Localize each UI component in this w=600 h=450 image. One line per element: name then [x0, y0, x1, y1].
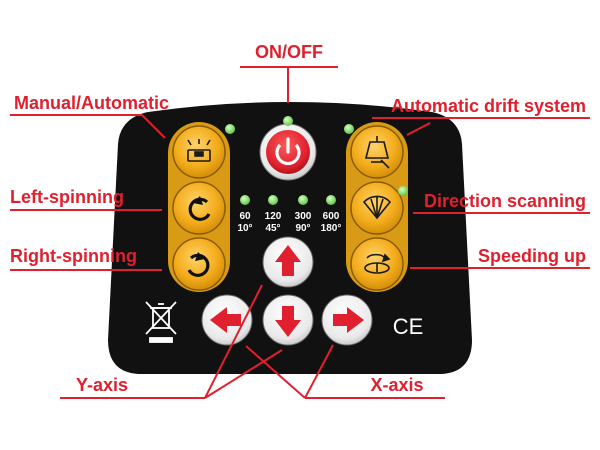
speed-led-2 — [268, 195, 278, 205]
speed-degree-label-2: 45° — [265, 223, 280, 234]
speed-led-3 — [298, 195, 308, 205]
power-icon — [275, 137, 301, 166]
speeding-up-button[interactable] — [350, 237, 404, 291]
y-axis-callout: Y-axis — [76, 375, 128, 395]
x-axis-right-button[interactable] — [321, 294, 373, 346]
automatic-drift-led — [344, 124, 354, 134]
y-axis-up-button[interactable] — [262, 236, 314, 288]
y-axis-down-button[interactable] — [262, 294, 314, 346]
direction-scanning-button[interactable] — [350, 181, 404, 235]
speed-led-1 — [240, 195, 250, 205]
arrow-left-icon — [210, 307, 241, 333]
arrow-down-icon — [275, 306, 301, 337]
automatic-drift-callout: Automatic drift system — [391, 96, 586, 116]
speed-rpm-label-4: 600 — [323, 211, 340, 222]
rotate-ccw-icon — [188, 196, 211, 221]
laser-level-icon — [187, 139, 211, 162]
left-spinning-button[interactable] — [172, 181, 226, 235]
manual-automatic-callout: Manual/Automatic — [14, 93, 169, 113]
automatic-drift-button[interactable] — [350, 125, 404, 179]
speed-degree-label-3: 90° — [295, 223, 310, 234]
arrow-right-icon — [333, 307, 364, 333]
manual-automatic-led — [225, 124, 235, 134]
speed-icon — [364, 253, 391, 274]
rotate-cw-icon — [187, 252, 210, 277]
crossed-bin-icon — [145, 301, 177, 343]
x-axis-callout: X-axis — [370, 375, 423, 395]
speed-rpm-label-2: 120 — [265, 211, 282, 222]
direction-scanning-led — [398, 186, 408, 196]
speed-rpm-label-3: 300 — [295, 211, 312, 222]
speed-degree-label-4: 180° — [321, 223, 342, 234]
callout-lines — [10, 66, 590, 399]
drift-lock-icon — [364, 136, 390, 169]
ce-mark: CE — [393, 314, 424, 339]
direction-scanning-callout: Direction scanning — [424, 191, 586, 211]
manual-automatic-button[interactable] — [172, 125, 226, 179]
power-button[interactable] — [259, 123, 317, 181]
right-spinning-button[interactable] — [172, 237, 226, 291]
x-axis-left-button[interactable] — [201, 294, 253, 346]
speed-degree-label-1: 10° — [237, 223, 252, 234]
left-spinning-callout: Left-spinning — [10, 187, 124, 207]
speed-rpm-label-1: 60 — [239, 211, 251, 222]
on-off-callout: ON/OFF — [255, 42, 323, 62]
speed-led-4 — [326, 195, 336, 205]
speeding-up-callout: Speeding up — [478, 246, 586, 266]
scan-fan-icon — [362, 195, 392, 220]
power-led — [283, 116, 293, 126]
right-spinning-callout: Right-spinning — [10, 246, 137, 266]
arrow-up-icon — [275, 245, 301, 276]
